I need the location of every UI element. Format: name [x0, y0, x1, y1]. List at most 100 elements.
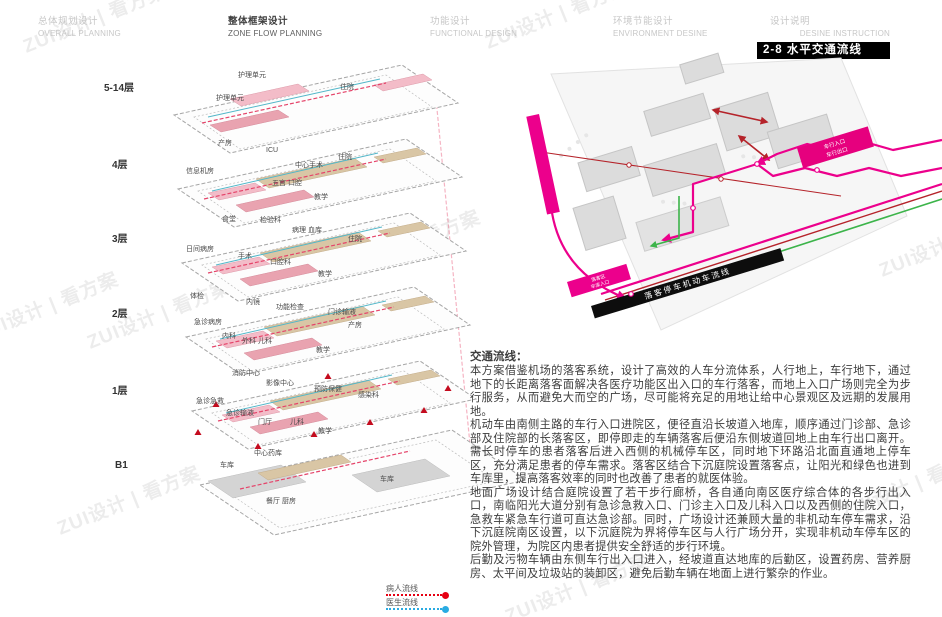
floor-stack-diagram: 护理单元 护理单元 住院 5-14层 产房 ICU 信息机房 中心手术 住院 五… — [104, 64, 528, 536]
room-label: 消防中心 — [232, 368, 260, 377]
room-label: 检验科 — [260, 215, 281, 224]
article-paragraph: 地面广场设计结合庭院设置了若干步行廊桥，各自通向南区医疗综合体的各步行出入口，南… — [470, 486, 911, 553]
flow-dot-icon — [442, 591, 449, 599]
tab-zh-label: 总体规划设计 — [38, 16, 99, 27]
floor-plate-4: 产房 ICU 信息机房 中心手术 住院 五官 口腔 教学 — [176, 138, 464, 228]
room-label: 急诊病房 — [194, 317, 222, 326]
tab-overall-planning[interactable]: 总体规划设计 OVERALL PLANNING — [38, 15, 121, 39]
double-arrow — [711, 107, 769, 125]
tab-environment-design[interactable]: 环境节能设计 ENVIRONMENT DESINE — [613, 15, 708, 39]
dropoff-bar: 落客区 车库入口 — [567, 263, 631, 298]
room-label: 内科 — [222, 331, 236, 340]
room-label: 内镜 — [246, 297, 260, 306]
room-label: 预防保健 — [314, 384, 342, 393]
room-label: 产房 — [218, 138, 232, 147]
floor-plate-b1: 中心药库 车库 车库 餐厅 厨房 — [198, 429, 528, 536]
room-label: 护理单元 — [216, 93, 244, 102]
entrance-triangle-icon — [420, 407, 428, 413]
entrance-triangle-icon — [324, 373, 332, 379]
site-traffic-diagram: 车行入口 车行出口 落客区 车库入口 落客停车机动车流线 — [526, 52, 942, 331]
tab-zh-label: 环境节能设计 — [613, 16, 674, 27]
room-label: 中心药库 — [254, 448, 282, 457]
room-label: 食堂 — [222, 214, 236, 223]
room-label: 感染科 — [358, 390, 379, 399]
tab-design-instruction[interactable]: 设计说明 DESINE INSTRUCTION — [760, 15, 890, 39]
legend: 病人流线 医生流线 — [386, 584, 449, 613]
article-title: 交通流线： — [470, 351, 528, 363]
floor-plate-3: 食堂 检验科 病理 血库 住院 日间病房 手术 口腔科 教学 — [180, 212, 468, 302]
room-label: 急诊输液 — [226, 408, 254, 417]
room-label: 急诊急救 — [196, 396, 224, 405]
floor-plate-1: 消防中心 影像中心 预防保健 感染科 急诊急救 急诊输液 门厅 儿科 教学 — [190, 360, 478, 450]
route-node — [718, 176, 724, 182]
room-label: 门厅 — [258, 417, 272, 426]
room-label: 餐厅 厨房 — [266, 496, 296, 505]
dropoff-loop — [756, 163, 942, 178]
floor-label: 2层 — [112, 308, 128, 320]
tab-en-label: ZONE FLOW PLANNING — [228, 29, 323, 39]
room-label: 影像中心 — [266, 378, 294, 387]
room-label: 住院 — [340, 82, 354, 91]
vehicle-route — [600, 182, 942, 296]
room-label: 车库 — [380, 474, 394, 483]
article-paragraph: 本方案借鉴机场的落客系统，设计了高效的人车分流体系，人行地上，车行地下，通过地下… — [470, 365, 911, 418]
tab-functional-design[interactable]: 功能设计 FUNCTIONAL DESIGN — [430, 15, 517, 39]
room-label: 教学 — [318, 426, 332, 435]
patient-route-line — [540, 151, 842, 197]
room-label: 住院 — [348, 234, 362, 243]
route-node — [690, 205, 696, 211]
article: 交通流线： 本方案借鉴机场的落客系统，设计了高效的人车分流体系，人行地上，车行地… — [470, 350, 911, 581]
route-node — [814, 167, 820, 173]
floor-label: 5-14层 — [104, 82, 134, 94]
room-label: 教学 — [314, 192, 328, 201]
room-label: 中心手术 — [295, 160, 323, 169]
floor-plate-5-14: 护理单元 护理单元 住院 — [172, 64, 460, 154]
entrance-triangle-icon — [254, 443, 262, 449]
legend-label: 医生流线 — [386, 598, 418, 607]
route-node — [626, 162, 632, 168]
route-node — [754, 161, 760, 167]
floor-label: B1 — [115, 460, 128, 471]
room-label: ICU — [266, 147, 278, 154]
room-label: 外科 儿科 — [242, 336, 272, 345]
route-node — [628, 291, 634, 297]
flow-dot-icon — [442, 605, 449, 613]
room-label: 教学 — [316, 345, 330, 354]
room-label: 功能检查 — [276, 302, 304, 311]
tab-en-label: OVERALL PLANNING — [38, 29, 121, 39]
entrance-triangle-icon — [212, 401, 220, 407]
legend-label: 病人流线 — [386, 584, 418, 593]
entrance-triangle-icon — [194, 429, 202, 435]
right-entry-bar: 车行入口 车行出口 — [797, 126, 874, 169]
floor-label: 4层 — [112, 159, 128, 171]
entrance-triangle-icon — [366, 419, 374, 425]
double-arrow — [737, 135, 771, 161]
tab-zh-label: 设计说明 — [769, 16, 810, 27]
room-label: 产房 — [348, 320, 362, 329]
entrance-triangle-icon — [310, 431, 318, 437]
room-label: 门诊输液 — [328, 307, 356, 316]
tab-zh-label: 整体框架设计 — [228, 16, 289, 27]
room-label: 住院 — [338, 152, 352, 161]
room-label: 日间病房 — [186, 244, 214, 253]
room-label: 护理单元 — [238, 70, 266, 79]
vertical-flow-connector — [435, 98, 475, 486]
section-title: 2-8 水平交通流线 — [757, 42, 890, 59]
tab-en-label: ENVIRONMENT DESINE — [613, 29, 708, 39]
room-label: 体检 — [190, 291, 204, 300]
room-label: 儿科 — [290, 417, 304, 426]
room-label: 车库 — [220, 460, 234, 469]
legend-item-doctor-flow: 医生流线 — [386, 598, 449, 613]
room-label: 病理 血库 — [292, 225, 322, 234]
tab-zone-flow-planning[interactable]: 整体框架设计 ZONE FLOW PLANNING — [228, 15, 322, 39]
vehicle-route — [604, 190, 942, 301]
tab-en-label: FUNCTIONAL DESIGN — [430, 29, 518, 39]
room-label: 五官 口腔 — [272, 178, 302, 187]
room-label: 手术 — [238, 251, 252, 260]
doctor-flow-line — [386, 605, 449, 613]
curved-route — [549, 205, 627, 300]
floor-plate-2: 体检 内镜 功能检查 门诊输液 急诊病房 内科 产房 外科 儿科 教学 — [184, 286, 472, 376]
room-label: 信息机房 — [186, 166, 214, 175]
entrance-triangle-icon — [444, 385, 452, 391]
